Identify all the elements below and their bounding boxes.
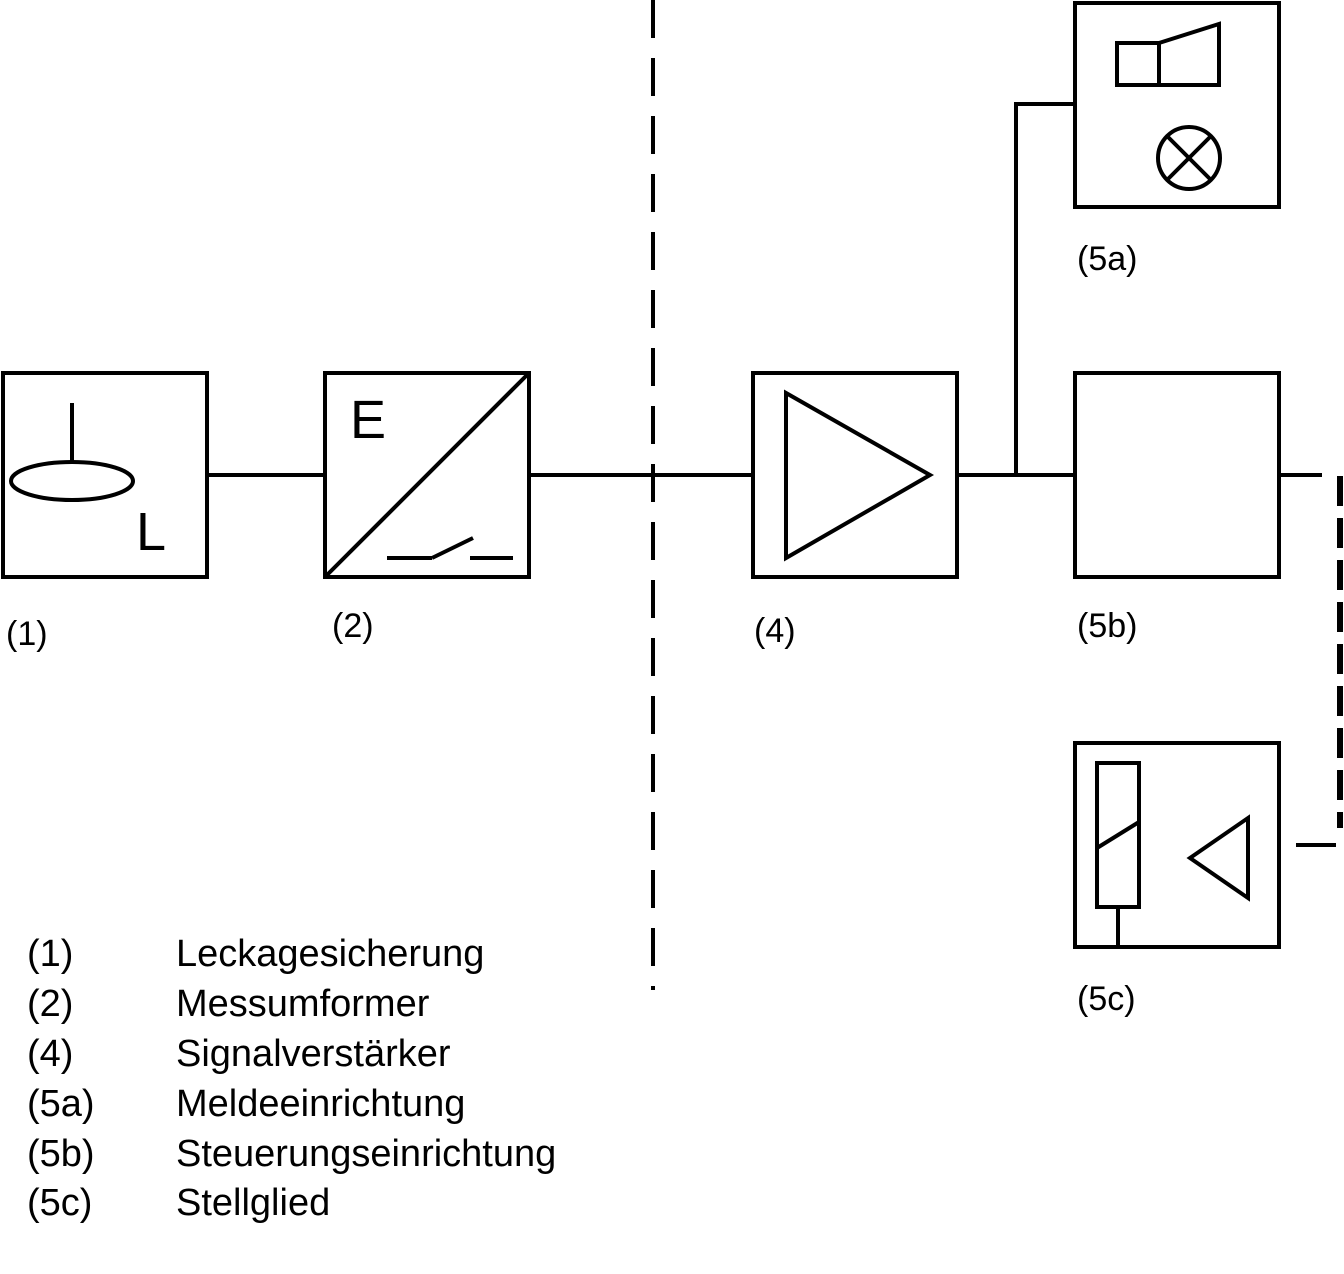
valve-triangle-icon <box>1186 814 1250 902</box>
block-2-transducer: E <box>323 371 531 579</box>
legend-code: (1) <box>27 933 73 975</box>
block-1-label: (1) <box>6 615 48 653</box>
block-4-amplifier <box>751 371 959 579</box>
legend-text: Steuerungseinrichtung <box>176 1133 556 1175</box>
signal-lamp-icon <box>1156 125 1222 191</box>
legend-code: (4) <box>27 1033 73 1075</box>
block-2-label: (2) <box>332 607 374 645</box>
legend-code: (5c) <box>27 1182 92 1224</box>
block-1-leak-sensor: L <box>1 371 209 579</box>
transducer-diagonal <box>323 371 531 579</box>
legend-text: Meldeeinrichtung <box>176 1083 465 1125</box>
switch-contact-icon <box>387 536 513 560</box>
block-5b-controller <box>1073 371 1281 579</box>
legend-text: Signalverstärker <box>176 1033 451 1075</box>
legend-text: Messumformer <box>176 983 430 1025</box>
amplifier-triangle-icon <box>784 389 935 562</box>
wire-branch-5a <box>1014 102 1075 475</box>
block-5a-label: (5a) <box>1077 240 1137 278</box>
legend-code: (2) <box>27 983 73 1025</box>
legend-text: Stellglied <box>176 1182 330 1224</box>
solenoid-coil-icon <box>1095 761 1141 947</box>
control-link-5b-5c <box>1281 473 1343 847</box>
block-5a-alarm <box>1073 1 1281 209</box>
legend: (1) Leckagesicherung (2) Messumformer (4… <box>27 933 556 1224</box>
legend-code: (5b) <box>27 1133 95 1175</box>
block-5c-label: (5c) <box>1077 980 1136 1018</box>
block-5b-label: (5b) <box>1077 607 1137 645</box>
input-glyph: E <box>350 390 386 450</box>
legend-code: (5a) <box>27 1083 95 1125</box>
level-glyph: L <box>136 502 166 562</box>
block-4-label: (4) <box>754 612 796 650</box>
block-5c-actuator <box>1073 741 1281 949</box>
horn-icon <box>1115 21 1221 87</box>
probe-float-icon <box>9 460 135 502</box>
legend-text: Leckagesicherung <box>176 933 484 975</box>
